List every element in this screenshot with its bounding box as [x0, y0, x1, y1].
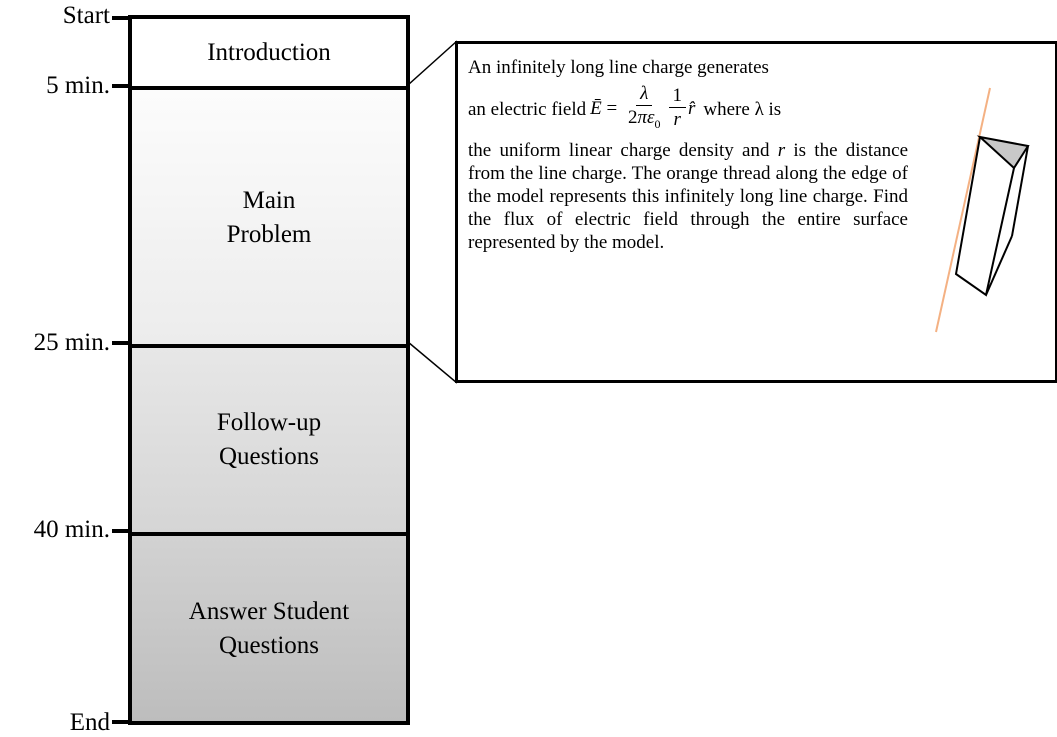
prism-model-illustration: [935, 87, 1030, 333]
problem-statement: An infinitely long line charge generates…: [468, 56, 908, 254]
segment-follow-up-label: Follow-up Questions: [216, 409, 322, 470]
tick-start: [112, 16, 132, 20]
tick-40min: [112, 529, 132, 533]
time-label-25min: 25 min.: [33, 329, 110, 356]
divider-25min: [132, 344, 406, 348]
prism-top-face: [976, 135, 1030, 170]
tick-5min: [112, 84, 132, 88]
callout-connector: [408, 40, 458, 384]
segment-follow-up: Follow-up Questions: [132, 348, 406, 532]
tick-end: [112, 720, 132, 724]
time-label-5min: 5 min.: [46, 72, 110, 99]
segment-answer-questions: Answer Student Questions: [132, 536, 406, 721]
problem-line-1: An infinitely long line charge generates: [468, 57, 769, 78]
segment-introduction-label: Introduction: [207, 38, 331, 66]
segment-main-problem: Main Problem: [132, 90, 406, 345]
time-label-end: End: [69, 709, 110, 736]
main-problem-callout: An infinitely long line charge generates…: [455, 41, 1057, 383]
schedule-column: Introduction Main Problem Follow-up Ques…: [128, 15, 410, 725]
line-charge-thread: [935, 87, 991, 333]
divider-40min: [132, 532, 406, 536]
tick-25min: [112, 341, 132, 345]
time-label-start: Start: [62, 2, 110, 29]
segment-main-problem-label: Main Problem: [226, 186, 312, 248]
divider-5min: [132, 86, 406, 90]
segment-introduction: Introduction: [132, 19, 406, 86]
problem-body: the uniform linear charge density and r …: [468, 140, 909, 253]
segment-answer-questions-label: Answer Student Questions: [188, 597, 350, 659]
time-label-40min: 40 min.: [33, 516, 110, 543]
